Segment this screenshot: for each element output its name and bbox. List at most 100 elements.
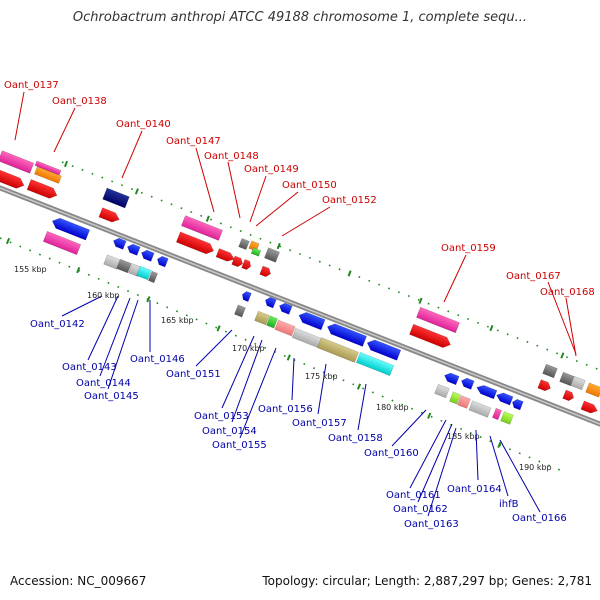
leader-line [489, 435, 509, 497]
tick-label-185: 185 kbp [447, 432, 480, 441]
gene-label-oant-0145: Oant_0145 [84, 391, 139, 402]
leader-line [195, 329, 233, 367]
leader-line [87, 295, 119, 361]
tick-mark [489, 324, 494, 332]
tick-label-155: 155 kbp [14, 265, 47, 274]
gene-feature [366, 339, 402, 361]
gene-feature [409, 323, 451, 348]
gene-feature [461, 377, 475, 390]
gene-feature [259, 265, 271, 278]
gene-label-oant-0160: Oant_0160 [364, 448, 419, 459]
gene-feature [234, 304, 246, 318]
gene-feature [231, 255, 243, 268]
gene-feature [136, 265, 152, 281]
leader-line [357, 383, 367, 431]
tick-mark [276, 242, 281, 250]
tick-mark [76, 266, 81, 274]
leader-line [14, 91, 25, 141]
leader-line [53, 107, 76, 153]
leader-line [99, 297, 131, 377]
tick-mark [216, 325, 221, 332]
outer-tick-track [61, 161, 600, 371]
gene-label-oant-0158: Oant_0158 [328, 433, 383, 444]
gene-feature [500, 411, 514, 425]
gene-feature [250, 247, 262, 257]
gene-label-oant-0154: Oant_0154 [202, 426, 257, 437]
gene-feature [266, 315, 278, 329]
tick-mark [560, 352, 565, 359]
tick-mark [63, 160, 69, 168]
gene-label-oant-0151: Oant_0151 [166, 369, 221, 380]
label-leader-lines [14, 91, 577, 517]
gene-label-oant-0146: Oant_0146 [130, 354, 185, 365]
gene-feature [242, 291, 252, 302]
gene-label-oant-0138: Oant_0138 [52, 96, 107, 107]
gene-feature [34, 166, 62, 184]
leader-line [121, 130, 143, 179]
leader-line [239, 347, 277, 439]
gene-label-oant-0156: Oant_0156 [258, 404, 313, 415]
tick-label-165: 165 kbp [161, 316, 194, 325]
tick-label-190: 190 kbp [519, 463, 552, 472]
gene-label-oant-0150: Oant_0150 [282, 180, 337, 191]
gene-feature [434, 383, 450, 399]
gene-label-oant-0161: Oant_0161 [386, 490, 441, 501]
gene-feature [317, 337, 359, 363]
gene-feature [444, 372, 460, 386]
reverse-gene-labels: Oant_0142 Oant_0143 Oant_0144 Oant_0145 … [30, 319, 567, 530]
leader-line [291, 357, 295, 401]
gene-feature [449, 391, 461, 405]
tick-label-175: 175 kbp [305, 372, 338, 381]
gene-feature [0, 169, 25, 189]
gene-label-oant-0137: Oant_0137 [4, 80, 59, 91]
gene-feature [476, 385, 498, 400]
leader-line [443, 254, 467, 303]
gene-feature [492, 407, 502, 421]
leader-line [107, 299, 139, 390]
gene-feature [254, 310, 270, 326]
gene-feature [0, 150, 35, 174]
leader-line [281, 206, 331, 237]
gene-label-ihfb: ihfB [499, 499, 519, 510]
genome-summary-text: Topology: circular; Length: 2,887,297 bp… [262, 574, 592, 588]
gene-feature [580, 400, 598, 414]
gene-feature [559, 371, 575, 387]
leader-line [255, 191, 299, 227]
gene-label-oant-0152: Oant_0152 [322, 195, 377, 206]
leader-line [499, 439, 541, 513]
gene-feature [98, 207, 120, 223]
inner-tick-marks [5, 237, 502, 449]
gene-feature [175, 231, 215, 255]
gene-label-oant-0164: Oant_0164 [447, 484, 502, 495]
gene-feature [457, 395, 471, 409]
leader-line [565, 297, 577, 357]
gene-feature [291, 327, 323, 349]
leader-line [249, 175, 267, 223]
tick-label-170: 170 kbp [232, 344, 265, 353]
tick-mark [497, 441, 502, 449]
accession-text: Accession: NC_009667 [10, 574, 147, 588]
gene-feature [274, 319, 296, 337]
leader-line [547, 281, 577, 355]
gene-label-oant-0140: Oant_0140 [116, 119, 171, 130]
gene-feature [537, 379, 551, 392]
gene-feature [157, 255, 169, 268]
gene-feature [327, 323, 367, 347]
gene-feature [238, 238, 250, 250]
position-tick-labels: 155 kbp 160 kbp 165 kbp 170 kbp 175 kbp … [14, 265, 552, 472]
tick-mark [146, 296, 151, 303]
gene-label-oant-0144: Oant_0144 [76, 378, 131, 389]
gene-label-oant-0155: Oant_0155 [212, 440, 267, 451]
gene-label-oant-0149: Oant_0149 [244, 164, 299, 175]
gene-feature [542, 363, 558, 379]
gene-label-oant-0147: Oant_0147 [166, 136, 221, 147]
gene-feature [103, 254, 121, 270]
gene-label-oant-0142: Oant_0142 [30, 319, 85, 330]
tick-mark [286, 354, 291, 361]
gene-label-oant-0168: Oant_0168 [540, 287, 595, 298]
gene-feature [298, 312, 326, 331]
gene-feature [181, 215, 223, 241]
tick-label-160: 160 kbp [87, 291, 120, 300]
gene-label-oant-0153: Oant_0153 [194, 411, 249, 422]
